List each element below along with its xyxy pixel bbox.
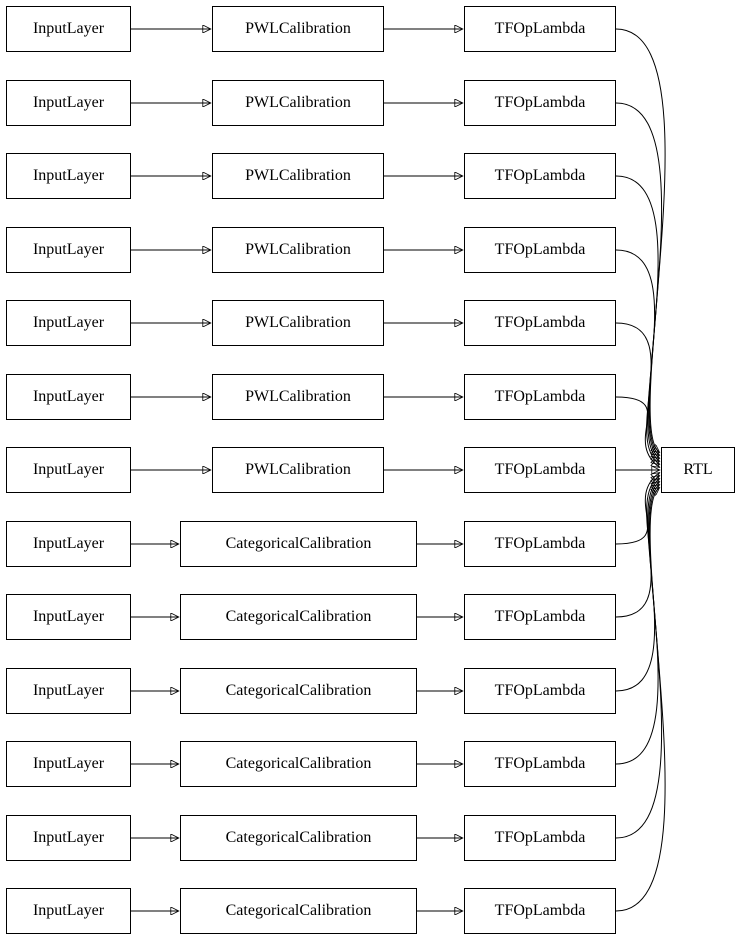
- node-input-layer-6: InputLayer: [6, 374, 131, 420]
- node-categorical-calibration-3: CategoricalCalibration: [180, 668, 417, 714]
- node-input-layer-12: InputLayer: [6, 815, 131, 861]
- node-rtl: RTL: [661, 447, 735, 493]
- node-categorical-calibration-2: CategoricalCalibration: [180, 594, 417, 640]
- edge-lambda-rtl-2: [615, 102, 663, 455]
- node-tfop-lambda-1: TFOpLambda: [464, 6, 616, 52]
- node-pwl-calibration-4: PWLCalibration: [212, 227, 384, 273]
- edge-lambda-rtl-11: [615, 482, 659, 765]
- node-input-layer-7: InputLayer: [6, 447, 131, 493]
- node-tfop-lambda-5: TFOpLambda: [464, 300, 616, 346]
- node-tfop-lambda-7: TFOpLambda: [464, 447, 616, 493]
- node-categorical-calibration-5: CategoricalCalibration: [180, 815, 417, 861]
- edge-lambda-rtl-4: [615, 249, 659, 461]
- node-input-layer-13: InputLayer: [6, 888, 131, 934]
- node-tfop-lambda-9: TFOpLambda: [464, 594, 616, 640]
- node-pwl-calibration-7: PWLCalibration: [212, 447, 384, 493]
- node-categorical-calibration-6: CategoricalCalibration: [180, 888, 417, 934]
- node-input-layer-4: InputLayer: [6, 227, 131, 273]
- edge-lambda-rtl-13: [615, 488, 666, 912]
- node-tfop-lambda-13: TFOpLambda: [464, 888, 616, 934]
- node-input-layer-3: InputLayer: [6, 153, 131, 199]
- node-pwl-calibration-5: PWLCalibration: [212, 300, 384, 346]
- edge-lambda-rtl-3: [615, 175, 659, 458]
- node-input-layer-8: InputLayer: [6, 521, 131, 567]
- node-tfop-lambda-8: TFOpLambda: [464, 521, 616, 567]
- node-pwl-calibration-1: PWLCalibration: [212, 6, 384, 52]
- edge-lambda-rtl-5: [615, 322, 659, 464]
- node-tfop-lambda-3: TFOpLambda: [464, 153, 616, 199]
- edge-lambda-rtl-6: [615, 396, 659, 467]
- node-pwl-calibration-2: PWLCalibration: [212, 80, 384, 126]
- node-tfop-lambda-4: TFOpLambda: [464, 227, 616, 273]
- node-input-layer-10: InputLayer: [6, 668, 131, 714]
- node-tfop-lambda-6: TFOpLambda: [464, 374, 616, 420]
- node-tfop-lambda-2: TFOpLambda: [464, 80, 616, 126]
- node-categorical-calibration-1: CategoricalCalibration: [180, 521, 417, 567]
- node-pwl-calibration-6: PWLCalibration: [212, 374, 384, 420]
- node-input-layer-2: InputLayer: [6, 80, 131, 126]
- node-tfop-lambda-10: TFOpLambda: [464, 668, 616, 714]
- node-tfop-lambda-12: TFOpLambda: [464, 815, 616, 861]
- node-input-layer-11: InputLayer: [6, 741, 131, 787]
- node-input-layer-5: InputLayer: [6, 300, 131, 346]
- node-categorical-calibration-4: CategoricalCalibration: [180, 741, 417, 787]
- node-tfop-lambda-11: TFOpLambda: [464, 741, 616, 787]
- edge-lambda-rtl-12: [615, 485, 663, 839]
- edge-lambda-rtl-1: [615, 28, 666, 452]
- node-input-layer-1: InputLayer: [6, 6, 131, 52]
- node-pwl-calibration-3: PWLCalibration: [212, 153, 384, 199]
- node-input-layer-9: InputLayer: [6, 594, 131, 640]
